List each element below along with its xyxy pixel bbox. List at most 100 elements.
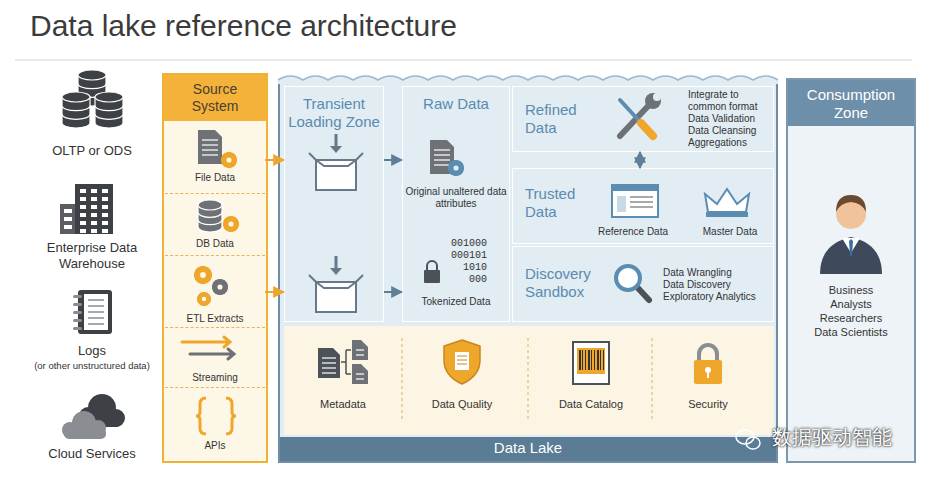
node-heading: Source System bbox=[185, 81, 245, 115]
metadata-icon bbox=[318, 340, 368, 384]
warehouse-icon bbox=[80, 213, 86, 217]
tools-icon bbox=[645, 93, 661, 109]
warehouse-icon bbox=[75, 184, 113, 234]
metadata-icon bbox=[352, 340, 368, 360]
warehouse-icon bbox=[60, 204, 76, 234]
stream-icon bbox=[182, 337, 234, 359]
reference-window-icon bbox=[630, 206, 653, 208]
gears-icon bbox=[195, 267, 211, 283]
source-label: Enterprise Data Warehouse bbox=[20, 240, 164, 272]
logbook-icon bbox=[73, 327, 82, 330]
barcode-icon bbox=[591, 350, 592, 370]
node-text: Tokenized Data bbox=[404, 296, 508, 308]
database-icon bbox=[62, 92, 90, 102]
warehouse-icon bbox=[91, 221, 97, 225]
stream-icon bbox=[182, 337, 230, 347]
gears-icon bbox=[198, 293, 210, 305]
node-heading: Transient Loading Zone bbox=[285, 95, 383, 131]
node-text: Analysts bbox=[788, 298, 914, 311]
node-heading: Trusted Data bbox=[525, 185, 587, 221]
raw-file-icon bbox=[450, 162, 462, 174]
warehouse-icon bbox=[91, 213, 97, 217]
crown-icon bbox=[706, 212, 748, 217]
logbook-icon bbox=[73, 295, 82, 298]
database-icon bbox=[78, 70, 106, 80]
node-heading: ETL Extracts bbox=[165, 313, 265, 325]
reference-window-icon bbox=[617, 196, 626, 212]
warehouse-icon bbox=[91, 189, 97, 193]
file-icon bbox=[202, 139, 218, 140]
logbook-icon bbox=[88, 323, 104, 325]
metadata-icon bbox=[341, 350, 351, 374]
lake-wave bbox=[278, 76, 778, 80]
db-icon bbox=[224, 217, 238, 231]
raw-file-icon bbox=[434, 149, 450, 150]
node-heading: Streaming bbox=[165, 372, 265, 384]
braces-icon bbox=[196, 398, 236, 434]
stream-icon bbox=[190, 349, 234, 359]
node-text: Data Quality bbox=[412, 398, 512, 411]
barcode-icon bbox=[577, 348, 605, 374]
node-text: Data Discovery bbox=[663, 279, 771, 291]
warehouse-icon bbox=[91, 205, 97, 209]
database-icon bbox=[62, 114, 90, 119]
loading-box-icon bbox=[309, 153, 363, 166]
source-label: OLTP or ODS bbox=[20, 143, 164, 159]
database-icon bbox=[62, 70, 123, 128]
loading-box-icon bbox=[330, 268, 342, 275]
zone-section: Refined DataIntegrate to common formatDa… bbox=[512, 86, 774, 152]
metadata-icon bbox=[352, 364, 368, 384]
metadata-icon bbox=[356, 354, 364, 355]
warehouse-icon bbox=[80, 229, 86, 233]
logbook-icon bbox=[73, 319, 82, 322]
gears-icon bbox=[217, 284, 222, 289]
node-text: Business bbox=[788, 284, 914, 297]
metadata-icon bbox=[322, 362, 336, 363]
reference-window-icon bbox=[630, 201, 653, 203]
braces-icon bbox=[196, 398, 206, 434]
node-text: Exploratory Analytics bbox=[663, 291, 771, 303]
logbook-icon bbox=[88, 311, 104, 313]
warehouse-icon bbox=[91, 229, 97, 233]
node-text: Master Data bbox=[690, 226, 770, 238]
file-icon bbox=[198, 130, 237, 168]
crown-icon bbox=[705, 189, 749, 212]
cloud-icon bbox=[64, 428, 106, 439]
database-icon bbox=[78, 84, 106, 89]
warehouse-icon bbox=[60, 184, 113, 234]
source-note: (or other unstructured data) bbox=[30, 360, 154, 371]
node-text: Data Cleansing bbox=[688, 125, 772, 137]
zone-section: Discovery SandboxData WranglingData Disc… bbox=[512, 246, 774, 322]
metadata-icon bbox=[356, 378, 364, 379]
source-label: Logs bbox=[20, 343, 164, 359]
flow-arrow bbox=[384, 291, 402, 293]
node-heading: Raw Data bbox=[403, 95, 509, 113]
loading-box-icon bbox=[309, 134, 363, 190]
db-icon bbox=[224, 217, 238, 231]
node-heading: Data Lake bbox=[280, 439, 776, 457]
barcode-icon bbox=[603, 350, 604, 370]
raw-file-icon bbox=[434, 159, 450, 160]
logbook-icon bbox=[88, 305, 104, 307]
node-text: Data Validation bbox=[688, 113, 772, 125]
database-icon bbox=[62, 106, 90, 111]
node-text: Original unaltered data attributes bbox=[404, 186, 508, 210]
source-label: Cloud Services bbox=[20, 446, 164, 462]
node-heading: Consumption Zone bbox=[788, 86, 914, 122]
lock-icon bbox=[427, 261, 437, 270]
gears-icon bbox=[199, 294, 210, 305]
cloud-icon bbox=[62, 394, 125, 439]
shield-icon bbox=[444, 340, 480, 384]
node-text: Security bbox=[658, 398, 758, 411]
magnifier-icon bbox=[637, 287, 649, 300]
db-icon bbox=[228, 221, 233, 226]
file-icon bbox=[223, 154, 235, 166]
barcode-icon bbox=[594, 350, 595, 370]
lock-icon bbox=[424, 270, 440, 283]
band-divider bbox=[527, 338, 529, 420]
tools-icon bbox=[641, 123, 653, 136]
warehouse-icon bbox=[64, 225, 72, 229]
raw-file-icon bbox=[434, 154, 450, 155]
metadata-icon bbox=[322, 357, 336, 358]
tools-icon bbox=[653, 93, 661, 101]
